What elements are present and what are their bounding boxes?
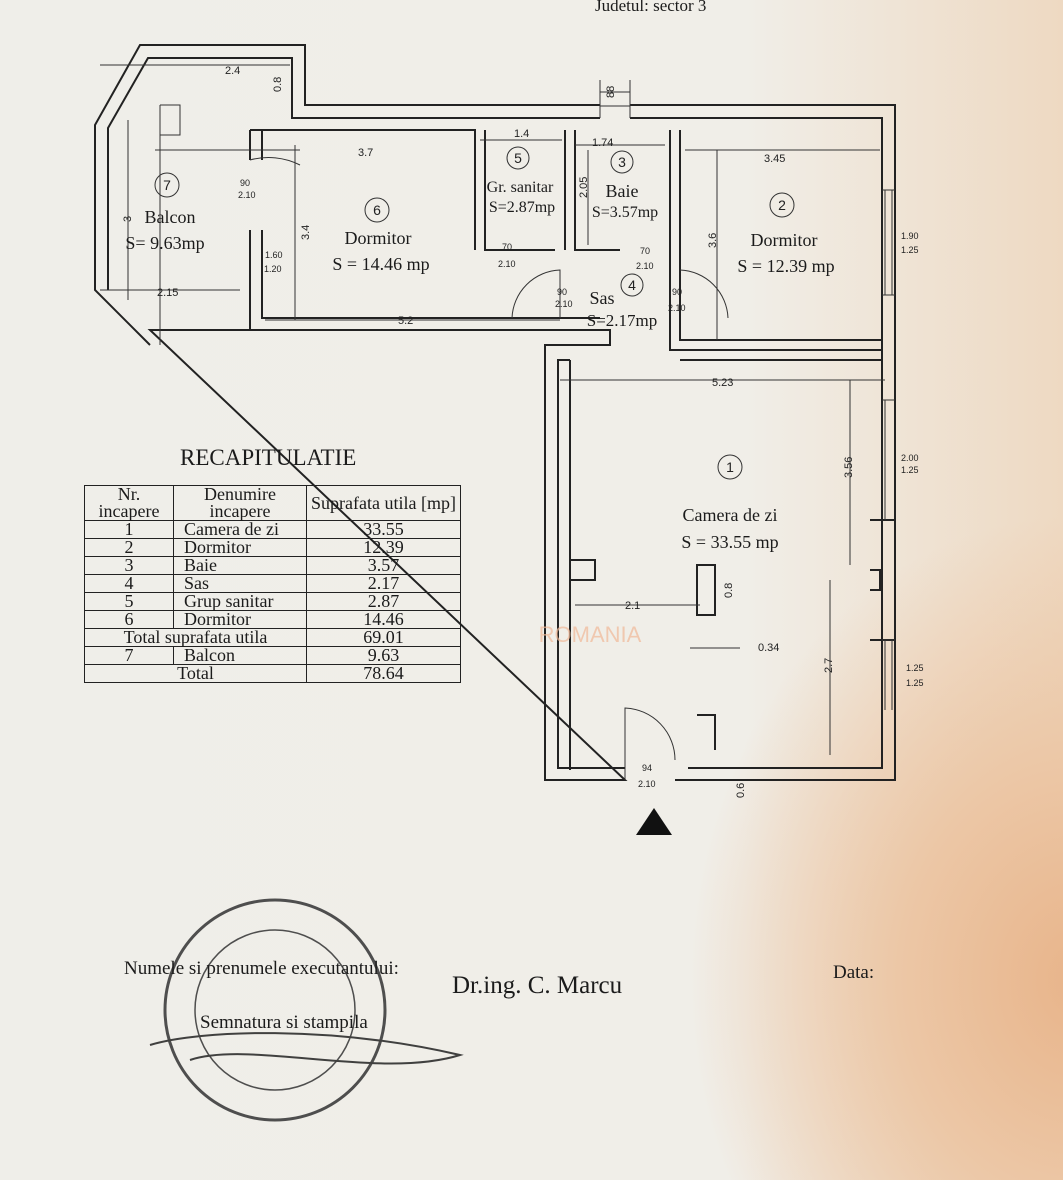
signature-label: Semnatura si stampila (200, 1012, 368, 1033)
svg-text:2.10: 2.10 (555, 299, 573, 309)
svg-text:1.60: 1.60 (265, 250, 283, 260)
svg-text:90: 90 (240, 178, 250, 188)
svg-text:70: 70 (640, 246, 650, 256)
svg-text:2.4: 2.4 (225, 65, 240, 77)
svg-text:1: 1 (726, 459, 734, 475)
svg-text:S = 14.46 mp: S = 14.46 mp (332, 254, 429, 274)
svg-text:Dormitor: Dormitor (751, 230, 818, 250)
svg-text:6: 6 (373, 202, 381, 218)
svg-text:90: 90 (557, 287, 567, 297)
svg-text:1.4: 1.4 (514, 128, 529, 140)
svg-text:S = 33.55 mp: S = 33.55 mp (681, 532, 778, 552)
svg-text:S = 12.39 mp: S = 12.39 mp (737, 256, 834, 276)
svg-text:3: 3 (618, 154, 626, 170)
svg-text:Dormitor: Dormitor (345, 228, 412, 248)
svg-text:S=3.57mp: S=3.57mp (592, 204, 658, 221)
svg-text:2.10: 2.10 (636, 261, 654, 271)
svg-text:2.10: 2.10 (638, 779, 656, 789)
dimensions: 2.4 0.8 3.7 1.4 1.74 3.45 2.05 3 3.4 3.6… (122, 65, 855, 798)
svg-text:3.45: 3.45 (764, 153, 785, 165)
svg-text:2.10: 2.10 (668, 303, 686, 313)
walls (94, 44, 896, 835)
room-labels: 1 Camera de zi S = 33.55 mp 2 Dormitor S… (125, 146, 835, 552)
svg-text:5.23: 5.23 (712, 377, 733, 389)
svg-text:0.8: 0.8 (272, 77, 284, 92)
svg-text:S= 9.63mp: S= 9.63mp (125, 233, 204, 253)
svg-text:1.25: 1.25 (906, 663, 924, 673)
svg-text:S=2.17mp: S=2.17mp (587, 311, 658, 330)
svg-text:5: 5 (514, 150, 522, 166)
svg-text:1.74: 1.74 (592, 137, 613, 149)
svg-text:7: 7 (163, 177, 171, 193)
date-label: Data: (833, 962, 875, 983)
svg-text:Balcon: Balcon (145, 207, 196, 227)
svg-text:1.25: 1.25 (901, 465, 919, 475)
svg-text:1.20: 1.20 (264, 264, 282, 274)
svg-text:94: 94 (642, 763, 652, 773)
svg-text:2.7: 2.7 (823, 658, 835, 673)
executant-label: Numele si prenumele executantului: (124, 958, 399, 979)
svg-text:2: 2 (778, 197, 786, 213)
svg-text:2.05: 2.05 (578, 177, 590, 198)
svg-text:3.7: 3.7 (358, 147, 373, 159)
svg-text:Sas: Sas (589, 288, 614, 308)
svg-text:2.00: 2.00 (901, 453, 919, 463)
svg-text:3.6: 3.6 (707, 233, 719, 248)
svg-text:90: 90 (672, 287, 682, 297)
svg-text:0.34: 0.34 (758, 642, 779, 654)
svg-text:1.25: 1.25 (906, 678, 924, 688)
svg-text:3.4: 3.4 (300, 225, 312, 240)
summary-title: RECAPITULATIE (180, 445, 357, 470)
svg-text:2.10: 2.10 (238, 190, 256, 200)
svg-text:4: 4 (628, 277, 636, 293)
openings: 90 2.10 1.60 1.20 70 2.10 70 2.10 90 2.10 90 2… (238, 178, 924, 789)
svg-text:3: 3 (122, 216, 134, 222)
svg-text:S=2.87mp: S=2.87mp (489, 199, 555, 216)
svg-text:88: 88 (605, 86, 617, 98)
svg-text:5.2: 5.2 (398, 315, 413, 327)
svg-text:2.10: 2.10 (498, 259, 516, 269)
svg-text:70: 70 (502, 242, 512, 252)
svg-text:2.15: 2.15 (157, 287, 178, 299)
stamp (149, 898, 464, 1122)
watermark: ROMANIA (539, 622, 642, 647)
svg-text:Gr. sanitar: Gr. sanitar (487, 179, 554, 196)
svg-text:3.56: 3.56 (843, 457, 855, 478)
svg-text:Baie: Baie (606, 181, 639, 201)
executant-name: Dr.ing. C. Marcu (452, 972, 623, 999)
county-header: Judetul: sector 3 (595, 0, 707, 15)
svg-text:1.25: 1.25 (901, 245, 919, 255)
svg-text:1.90: 1.90 (901, 231, 919, 241)
svg-text:Camera de zi: Camera de zi (683, 505, 778, 525)
svg-text:0.6: 0.6 (735, 783, 747, 798)
svg-text:2.1: 2.1 (625, 600, 640, 612)
svg-text:0.8: 0.8 (723, 583, 735, 598)
